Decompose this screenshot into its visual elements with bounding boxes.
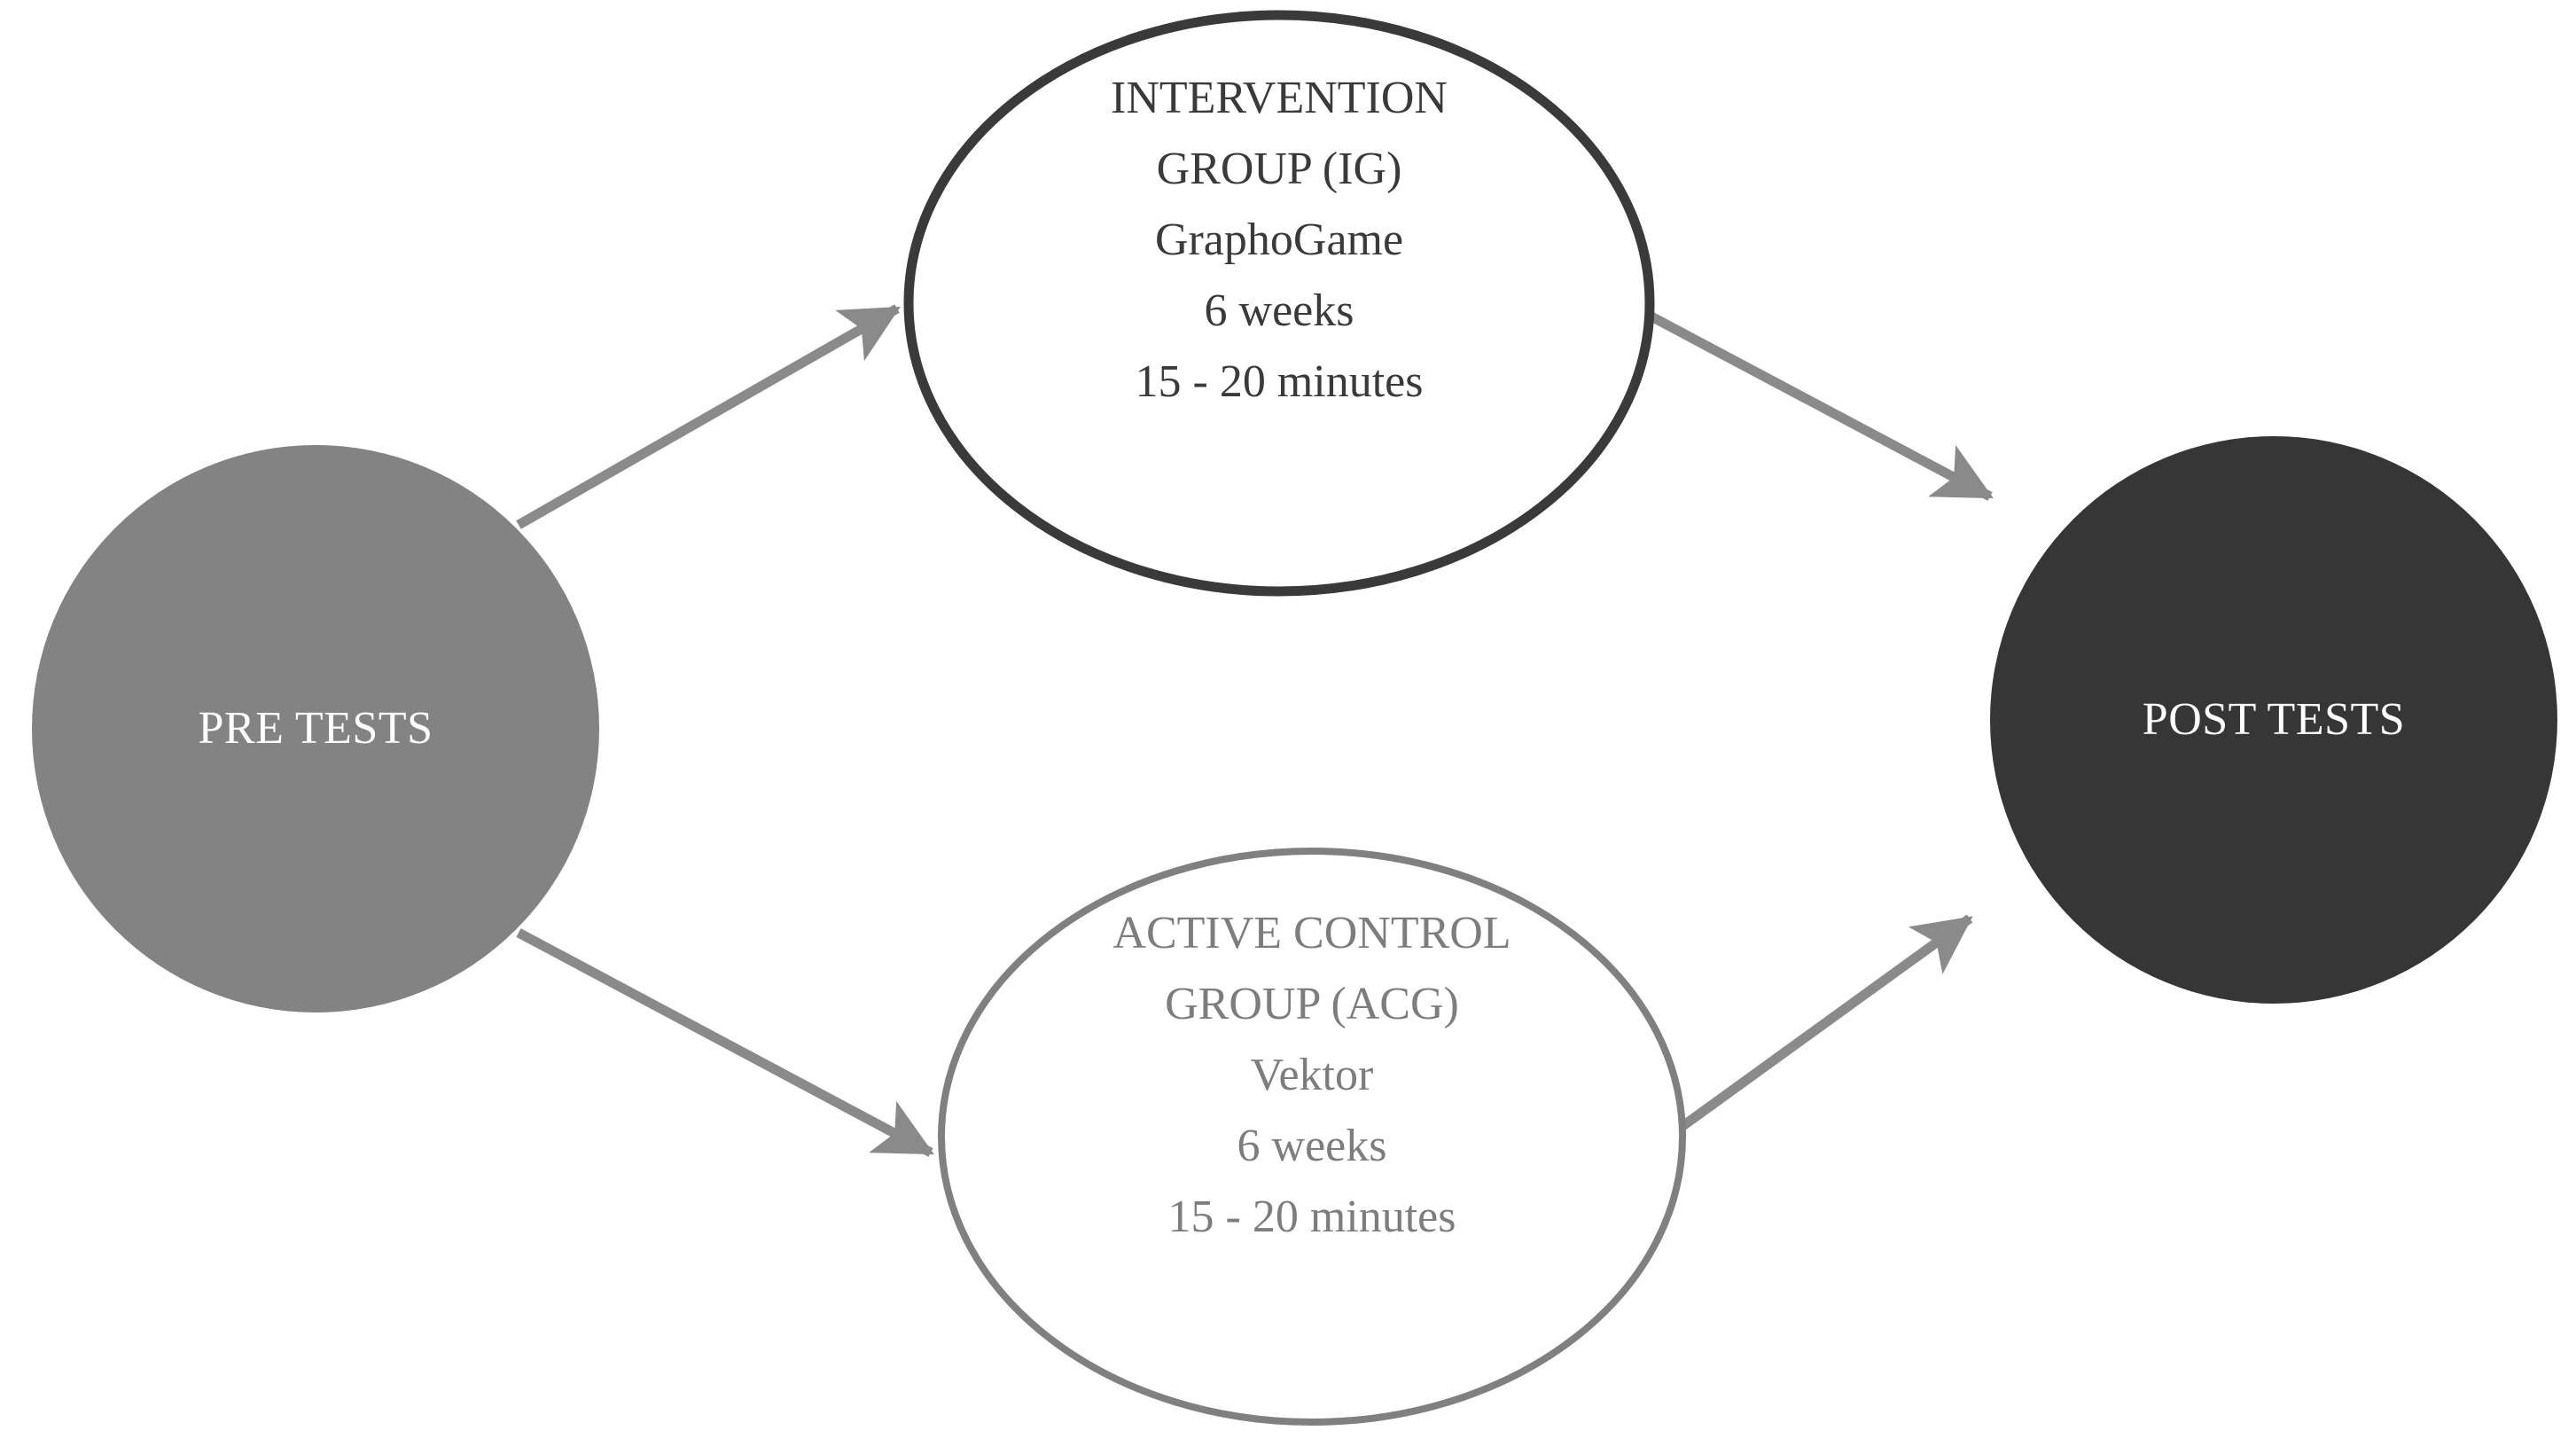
node-intervention-group: INTERVENTION GROUP (IG) GraphoGame 6 wee…: [903, 10, 1655, 597]
intervention-group-line-4: 6 weeks: [1205, 285, 1354, 336]
intervention-group-line-5: 15 - 20 minutes: [1136, 356, 1424, 407]
active-control-group-line-5: 15 - 20 minutes: [1168, 1192, 1456, 1242]
node-post-tests: POST TESTS: [1990, 436, 2557, 1004]
post-tests-label: POST TESTS: [2143, 694, 2405, 745]
active-control-group-line-3: Vektor: [1251, 1050, 1374, 1100]
arrow-group: [516, 304, 1994, 1157]
active-control-group-line-1: ACTIVE CONTROL: [1112, 908, 1510, 958]
intervention-group-line-1: INTERVENTION: [1111, 73, 1448, 123]
intervention-group-ellipse: [903, 10, 1655, 597]
arrow-intervention-to-post: [1634, 304, 1994, 501]
active-control-group-ellipse: [938, 848, 1686, 1426]
intervention-group-line-2: GROUP (IG): [1157, 144, 1402, 194]
active-control-group-line-4: 6 weeks: [1237, 1121, 1387, 1171]
post-tests-circle: [1990, 436, 2557, 1004]
arrow-active-control-to-post: [1643, 914, 1973, 1157]
pre-tests-label: PRE TESTS: [198, 703, 433, 754]
arrow-pre-to-intervention: [516, 304, 901, 529]
node-active-control-group: ACTIVE CONTROL GROUP (ACG) Vektor 6 week…: [938, 848, 1686, 1426]
intervention-group-line-3: GraphoGame: [1155, 215, 1403, 265]
node-pre-tests: PRE TESTS: [32, 445, 599, 1012]
arrow-pre-to-active-control: [516, 928, 934, 1157]
pre-tests-circle: [32, 445, 599, 1012]
active-control-group-line-2: GROUP (ACG): [1165, 979, 1459, 1029]
